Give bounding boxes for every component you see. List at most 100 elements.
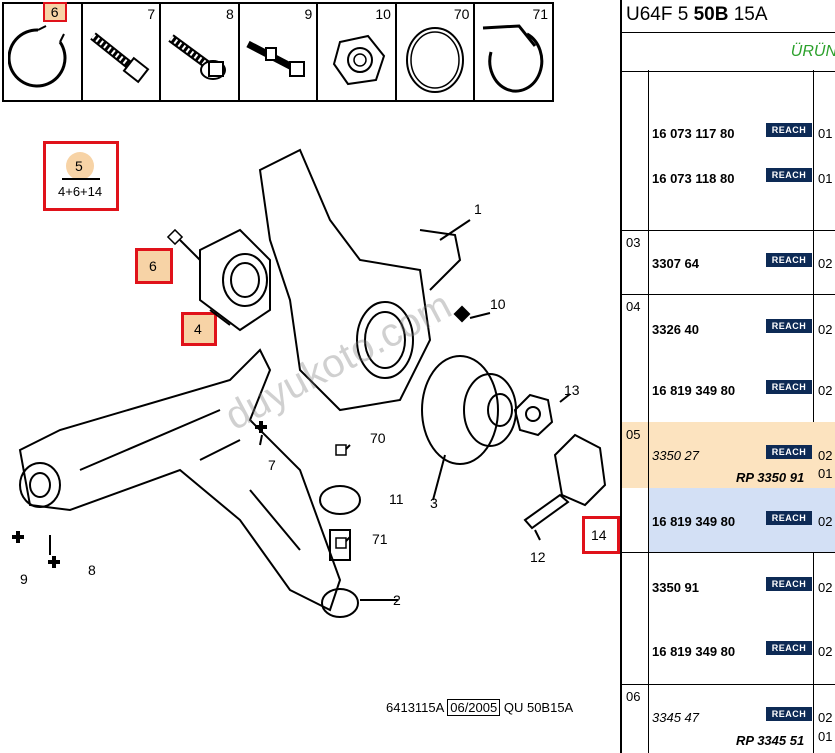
quantity: 01 (818, 126, 833, 141)
callout-10[interactable]: 10 (490, 296, 506, 312)
thumb-6[interactable]: 6 (4, 2, 83, 100)
row-index-cell: 04 (622, 294, 649, 422)
quantity: 02 (818, 383, 833, 398)
reach-badge: REACH (766, 511, 812, 525)
quantity: 02 (818, 514, 833, 529)
thumb-number: 10 (375, 6, 391, 22)
wheel-bearing (199, 228, 271, 332)
part-number[interactable]: 16 819 349 80 (652, 514, 736, 529)
bolt-icon (89, 32, 149, 84)
nut-icon (333, 34, 386, 86)
kit-formula: 4+6+14 (58, 184, 103, 199)
thumb-number: 71 (532, 6, 549, 22)
quantity: 02 (818, 580, 833, 595)
part-number[interactable]: 16 073 118 80 (652, 171, 735, 186)
callout-13[interactable]: 13 (564, 382, 580, 398)
reach-badge: REACH (766, 380, 812, 394)
row-index-cell: 03 (622, 230, 649, 294)
replacement-quantity: 01 (818, 729, 833, 744)
callout-7[interactable]: 7 (268, 457, 276, 473)
reach-badge: REACH (766, 319, 812, 333)
table-row[interactable]: 04 3326 40 REACH 02 16 819 349 80 REACH … (622, 294, 835, 423)
diagram-ref: QU 50B15A (503, 700, 574, 715)
callout-14-box[interactable]: 14 (582, 516, 620, 554)
model-header: U64F 5 50B 15A (626, 4, 768, 26)
replacement-part[interactable]: RP 3350 91 (736, 470, 805, 485)
thumb-number: 6 (42, 2, 67, 22)
part-number[interactable]: 16 819 349 80 (652, 383, 736, 398)
reach-badge: REACH (766, 123, 812, 137)
part-number[interactable]: 16 819 349 80 (652, 644, 736, 659)
callout-11[interactable]: 11 (389, 491, 404, 507)
thumb-71[interactable]: 71 (475, 4, 552, 100)
lower-control-arm (18, 348, 342, 612)
kit-number: 5 (75, 158, 83, 174)
thumb-8[interactable]: 8 (161, 4, 240, 100)
row-index: 06 (626, 689, 641, 704)
table-row[interactable]: 03 3307 64 REACH 02 (622, 230, 835, 295)
ball-joint-boot (319, 485, 361, 515)
header-bold: 50B (693, 4, 729, 25)
part-number[interactable]: 3326 40 (652, 322, 699, 337)
thumb-10[interactable]: 10 (318, 4, 397, 100)
callout-4-box[interactable]: 4 (181, 312, 217, 346)
part-number[interactable]: 16 073 117 80 (652, 126, 735, 141)
parts-thumbnail-strip: 6 7 8 9 10 70 71 (2, 2, 554, 102)
part-number[interactable]: 3345 47 (652, 710, 699, 725)
table-row-hover[interactable]: 16 819 349 80 REACH 02 (622, 488, 835, 553)
thumb-number: 70 (453, 6, 470, 22)
part-number[interactable]: 3307 64 (652, 256, 699, 271)
table-row[interactable]: 16 073 117 80 REACH 01 16 073 118 80 REA… (622, 70, 835, 231)
quantity: 01 (818, 171, 833, 186)
kit-callout[interactable]: 5 4+6+14 (43, 141, 119, 211)
row-index (622, 70, 649, 230)
part-number[interactable]: 3350 27 (652, 448, 699, 463)
reach-badge: REACH (766, 577, 812, 591)
callout-3[interactable]: 3 (430, 495, 438, 511)
row-index: 05 (626, 427, 641, 442)
stud-bolt-icon (246, 40, 305, 77)
quantity: 02 (818, 448, 833, 463)
callout-8[interactable]: 8 (88, 562, 96, 578)
reach-badge: REACH (766, 445, 812, 459)
row-index: 03 (626, 235, 641, 250)
table-row[interactable]: 06 3345 47 REACH 02 RP 3345 51 01 (622, 684, 835, 753)
reach-badge: REACH (766, 641, 812, 655)
table-row-selected[interactable]: 05 3350 27 REACH 02 RP 3350 91 01 (622, 422, 835, 489)
quantity: 02 (818, 710, 833, 725)
row-index-cell: 05 (622, 422, 649, 488)
callout-2[interactable]: 2 (393, 592, 401, 608)
row-index-cell: 06 (622, 684, 649, 753)
table-row[interactable]: 3350 91 REACH 02 16 819 349 80 REACH 02 (622, 552, 835, 685)
thumb-7[interactable]: 7 (83, 4, 162, 100)
callout-9[interactable]: 9 (20, 571, 28, 587)
header-pre: U64F 5 (626, 4, 694, 25)
callout-70[interactable]: 70 (370, 430, 386, 446)
quantity: 02 (818, 322, 833, 337)
callout-1[interactable]: 1 (474, 201, 482, 217)
callout-71[interactable]: 71 (372, 531, 388, 547)
column-header: ÜRÜN (622, 32, 835, 72)
parts-table: U64F 5 50B 15A ÜRÜN 16 073 117 80 REACH … (620, 0, 835, 753)
arm-bushing-front (19, 462, 61, 508)
thumb-number: 8 (225, 6, 234, 22)
qty-divider (813, 70, 814, 753)
row-index (622, 552, 649, 684)
callout-12[interactable]: 12 (530, 549, 546, 565)
steering-knuckle (258, 148, 432, 412)
hub-nut (513, 393, 554, 437)
suspension-drawing (12, 148, 607, 618)
bolt-washer-icon (168, 34, 227, 80)
kit-divider (62, 178, 100, 180)
callout-6: 6 (149, 258, 157, 274)
row-index (622, 488, 649, 552)
thumb-70[interactable]: 70 (397, 4, 476, 100)
callout-6-box[interactable]: 6 (135, 248, 173, 284)
seal-ring-icon (483, 24, 544, 93)
kit-highlight (66, 152, 94, 180)
reach-badge: REACH (766, 253, 812, 267)
part-number[interactable]: 3350 91 (652, 580, 699, 595)
thumb-9[interactable]: 9 (240, 4, 319, 100)
replacement-part[interactable]: RP 3345 51 (736, 733, 805, 748)
diagram-code: 6413115A (386, 700, 444, 715)
